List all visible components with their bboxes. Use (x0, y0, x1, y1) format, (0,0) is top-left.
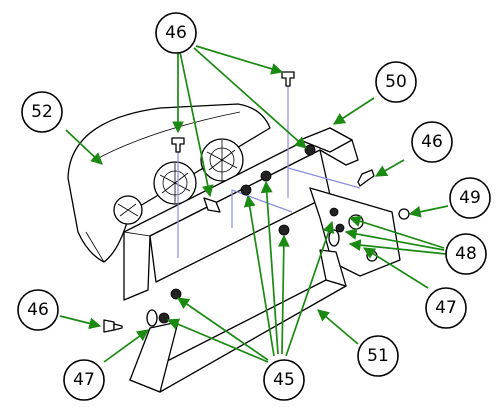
callout-label: 46 (165, 23, 187, 43)
callout-45: 45 (263, 359, 305, 401)
base-plate-part-51 (129, 249, 347, 393)
screw-right-icon (357, 169, 375, 187)
callout-49: 49 (449, 177, 491, 219)
fan-left-icon (153, 161, 197, 205)
nuts-group-icon (158, 144, 345, 324)
leader-lines (59, 45, 449, 363)
assembly-axis-lines (177, 84, 361, 258)
callout-52: 52 (21, 91, 63, 133)
screw-left-top-icon (171, 137, 185, 153)
callout-46-top: 46 (155, 12, 197, 54)
screw-bottom-left-icon (103, 319, 123, 333)
standoff-icon (203, 197, 221, 213)
screw-top-icon (281, 71, 295, 87)
callout-48: 48 (445, 233, 487, 275)
callout-50: 50 (375, 61, 417, 103)
callout-label: 49 (459, 188, 481, 208)
fan-right-icon (200, 138, 244, 182)
callout-51: 51 (357, 335, 399, 377)
callout-label: 48 (455, 244, 477, 264)
callout-label: 45 (273, 370, 295, 390)
mounting-bracket-part-50 (123, 127, 359, 301)
callout-label: 46 (27, 300, 49, 320)
callout-label: 52 (31, 102, 53, 122)
callout-label: 50 (385, 72, 407, 92)
callout-47-right: 47 (425, 287, 467, 329)
fan-small-icon (113, 195, 143, 225)
callout-label: 51 (367, 346, 389, 366)
callout-46-right: 46 (411, 121, 453, 163)
callout-label: 47 (435, 298, 457, 318)
callout-label: 46 (421, 132, 443, 152)
callout-label: 47 (73, 370, 95, 390)
callout-47-left: 47 (63, 359, 105, 401)
callout-46-left: 46 (17, 289, 59, 331)
